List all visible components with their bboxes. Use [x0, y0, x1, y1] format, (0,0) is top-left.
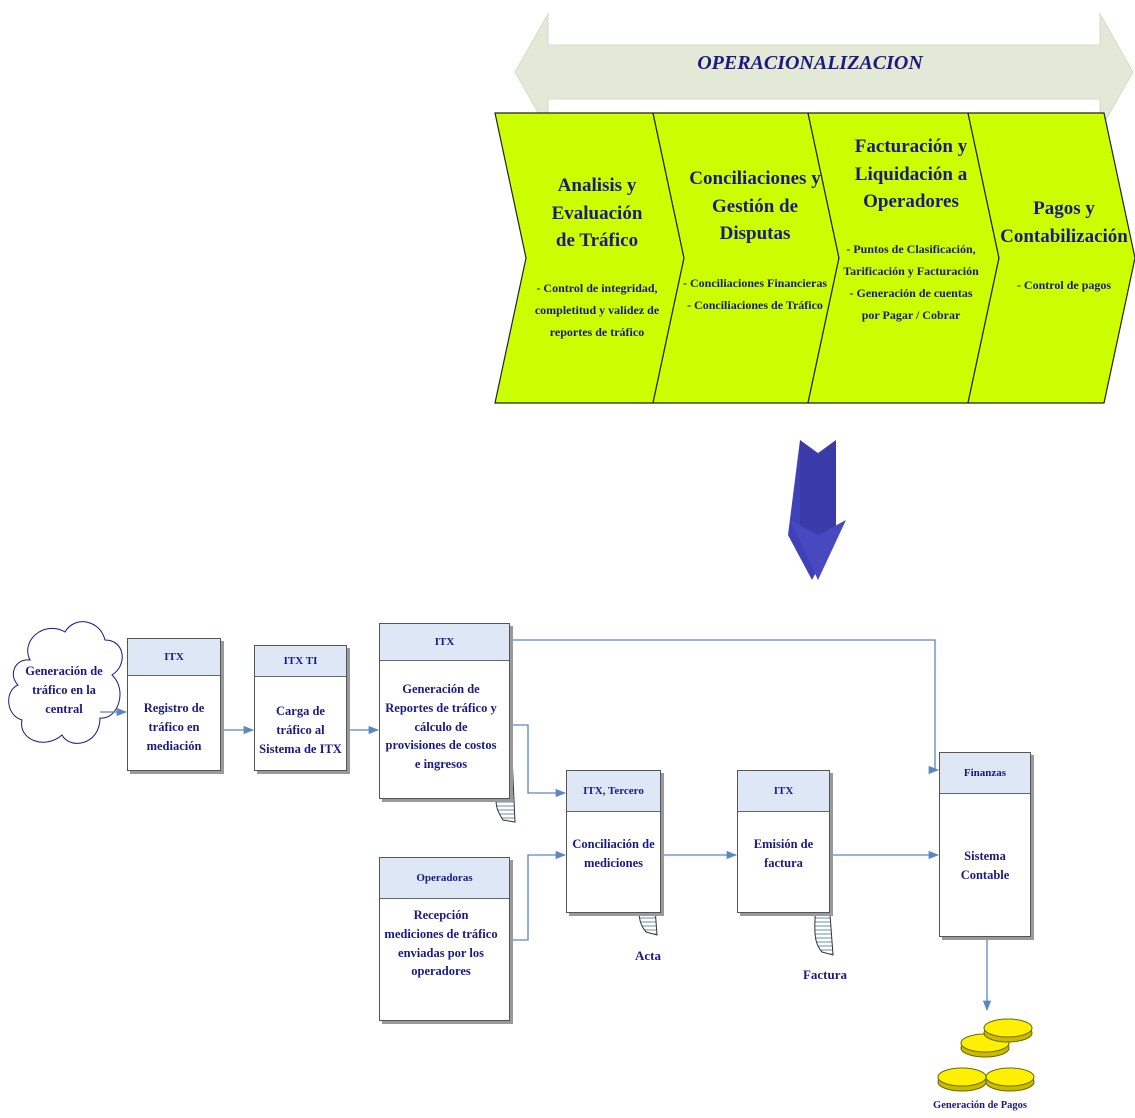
- factura-label: Factura: [802, 967, 848, 982]
- phase-1-text: Analisis y Evaluación de Tráfico - Contr…: [522, 172, 672, 343]
- box-reportes: ITX Generación de Reportes de tráfico y …: [379, 623, 510, 799]
- box-registro: ITX Registro de tráfico en mediación: [127, 638, 221, 771]
- cloud-shape: [8, 621, 123, 744]
- box-reportes-header: ITX: [380, 624, 509, 661]
- connector-reportes-conciliacion: [508, 724, 567, 798]
- box-recepcion-header: Operadoras: [380, 858, 509, 899]
- acta-label: Acta: [635, 948, 661, 963]
- pagos-label: Generación de Pagos: [933, 1100, 1027, 1111]
- banner-title: OPERACIONALIZACION: [697, 52, 923, 74]
- phase-1-details: - Control de integridad, completitud y v…: [534, 280, 660, 340]
- box-contable-body: Sistema Contable: [960, 849, 1010, 882]
- box-recepcion-body: Recepción mediciones de tráfico enviadas…: [384, 908, 498, 979]
- connector-reportes-contable: [508, 639, 940, 775]
- phase-graphics: [494, 12, 1135, 580]
- box-contable: Finanzas Sistema Contable: [939, 752, 1031, 937]
- flow-graphics: [8, 621, 1035, 1092]
- box-registro-header: ITX: [128, 639, 220, 676]
- phase-2-details: - Conciliaciones Financieras - Conciliac…: [683, 275, 827, 312]
- box-conciliacion-header: ITX, Tercero: [567, 771, 660, 812]
- phase-4-text: Pagos y Contabilización - Control de pag…: [995, 195, 1133, 296]
- box-emision-header: ITX: [738, 771, 829, 812]
- phase-2-text: Conciliaciones y Gestión de Disputas - C…: [680, 165, 830, 316]
- coins-icon: [937, 1018, 1035, 1092]
- box-registro-body: Registro de tráfico en mediación: [143, 701, 205, 753]
- banner-double-arrow: [514, 12, 1134, 132]
- phase-1-title: Analisis y Evaluación de Tráfico: [551, 175, 643, 252]
- box-emision: ITX Emisión de factura: [737, 770, 830, 913]
- start-cloud-text: Generación de tráfico en la central: [25, 664, 103, 716]
- phase-3-text: Facturación y Liquidación a Operadores -…: [836, 133, 986, 326]
- box-conciliacion-body: Conciliación de mediciones: [572, 837, 655, 870]
- box-recepcion: Operadoras Recepción mediciones de tráfi…: [379, 857, 510, 1021]
- box-conciliacion: ITX, Tercero Conciliación de mediciones: [566, 770, 661, 913]
- phase-2-title: Conciliaciones y Gestión de Disputas: [689, 168, 821, 245]
- connector-recepcion-conciliacion: [508, 850, 567, 941]
- box-emision-body: Emisión de factura: [753, 837, 814, 870]
- phase-3-title: Facturación y Liquidación a Operadores: [854, 136, 968, 213]
- phase-3-details: - Puntos de Clasificación, Tarificación …: [843, 241, 979, 323]
- box-reportes-body: Generación de Reportes de tráfico y cálc…: [385, 682, 497, 771]
- phase-4-details: - Control de pagos: [1016, 278, 1112, 293]
- box-carga-header: ITX TI: [255, 646, 346, 677]
- phase-chevron-4: [967, 112, 1135, 404]
- box-carga-body: Carga de tráfico al Sistema de ITX: [259, 704, 342, 756]
- phase-4-title: Pagos y Contabilización: [1000, 198, 1128, 247]
- box-contable-header: Finanzas: [940, 753, 1030, 794]
- box-carga: ITX TI Carga de tráfico al Sistema de IT…: [254, 645, 347, 771]
